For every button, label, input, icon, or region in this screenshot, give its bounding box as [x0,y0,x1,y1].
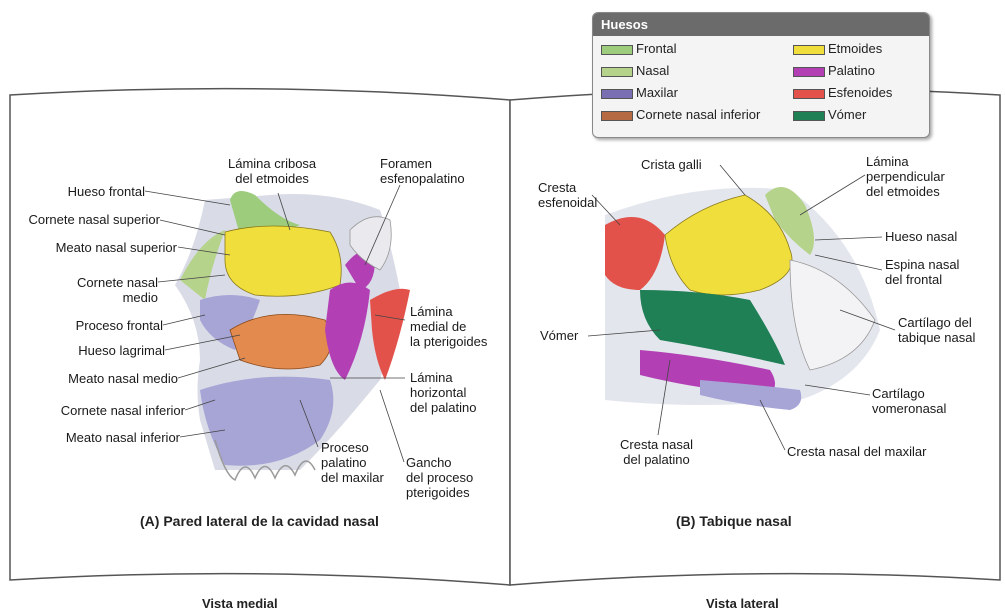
label-line: del palatino [620,452,693,467]
label-meato-superior: Meato nasal superior [56,240,177,255]
legend-item-cornete-inferior: Cornete nasal inferior [601,107,760,123]
legend-swatch [601,89,633,99]
label-gancho-pterigoides: Gancho del proceso pterigoides [406,455,473,500]
caption-right: (B) Tabique nasal [676,513,792,529]
label-lamina-perpendicular: Lámina perpendicular del etmoides [866,154,945,199]
label-line: Lámina cribosa [228,156,316,171]
label-hueso-nasal: Hueso nasal [885,229,957,244]
label-meato-medio: Meato nasal medio [68,371,178,386]
label-cornete-superior: Cornete nasal superior [28,212,160,227]
footer-vista-medial: Vista medial [202,596,278,611]
legend-swatch [601,67,633,77]
label-line: Gancho [406,455,473,470]
label-line: medial de [410,319,487,334]
label-line: medio [77,290,158,305]
label-line: Lámina [410,370,477,385]
label-line: Cresta nasal [620,437,693,452]
legend-item-esfenoides: Esfenoides [793,85,892,101]
label-line: Cresta [538,180,597,195]
legend-title: Huesos [593,13,929,36]
legend-item-palatino: Palatino [793,63,875,79]
legend-swatch [793,89,825,99]
label-cresta-nasal-maxilar: Cresta nasal del maxilar [787,444,926,459]
legend-swatch [793,111,825,121]
label-line: la pterigoides [410,334,487,349]
label-line: Cartílago del [898,315,975,330]
label-line: del palatino [410,400,477,415]
label-line: esfenopalatino [380,171,465,186]
legend-item-maxilar: Maxilar [601,85,678,101]
label-line: Lámina [866,154,945,169]
label-hueso-frontal: Hueso frontal [68,184,145,199]
label-cresta-esfenoidal: Cresta esfenoidal [538,180,597,210]
legend-swatch [601,45,633,55]
label-line: palatino [321,455,384,470]
label-cornete-inferior: Cornete nasal inferior [61,403,185,418]
label-espina-nasal-frontal: Espina nasal del frontal [885,257,959,287]
label-line: Foramen [380,156,465,171]
label-crista-galli: Crista galli [641,157,702,172]
label-foramen-esfenopalatino: Foramen esfenopalatino [380,156,465,186]
label-line: Cartílago [872,386,946,401]
label-line: del etmoides [228,171,316,186]
label-vomer: Vómer [540,328,578,343]
bones-legend: Huesos Frontal Etmoides Nasal Palatino M… [592,12,930,138]
legend-item-vomer: Vómer [793,107,866,123]
label-line: tabique nasal [898,330,975,345]
legend-item-etmoides: Etmoides [793,41,882,57]
label-cornete-medio: Cornete nasal medio [77,275,158,305]
label-line: horizontal [410,385,477,400]
caption-left: (A) Pared lateral de la cavidad nasal [140,513,379,529]
legend-swatch [601,111,633,121]
footer-vista-lateral: Vista lateral [706,596,779,611]
label-line: Lámina [410,304,487,319]
label-line: del proceso [406,470,473,485]
label-lamina-medial-pterigoides: Lámina medial de la pterigoides [410,304,487,349]
legend-swatch [793,45,825,55]
label-hueso-lagrimal: Hueso lagrimal [78,343,165,358]
label-meato-inferior: Meato nasal inferior [66,430,180,445]
label-line: perpendicular [866,169,945,184]
label-cartilago-tabique: Cartílago del tabique nasal [898,315,975,345]
legend-swatch [793,67,825,77]
label-line: del etmoides [866,184,945,199]
label-proceso-palatino-maxilar: Proceso palatino del maxilar [321,440,384,485]
legend-item-frontal: Frontal [601,41,676,57]
label-line: Espina nasal [885,257,959,272]
label-line: pterigoides [406,485,473,500]
label-cresta-nasal-palatino: Cresta nasal del palatino [620,437,693,467]
label-line: del frontal [885,272,959,287]
label-line: del maxilar [321,470,384,485]
label-line: Cornete nasal [77,275,158,290]
label-line: vomeronasal [872,401,946,416]
label-lamina-horizontal-palatino: Lámina horizontal del palatino [410,370,477,415]
label-line: Proceso [321,440,384,455]
label-line: esfenoidal [538,195,597,210]
label-cartilago-vomeronasal: Cartílago vomeronasal [872,386,946,416]
label-lamina-cribosa: Lámina cribosa del etmoides [228,156,316,186]
label-proceso-frontal: Proceso frontal [76,318,163,333]
legend-item-nasal: Nasal [601,63,669,79]
